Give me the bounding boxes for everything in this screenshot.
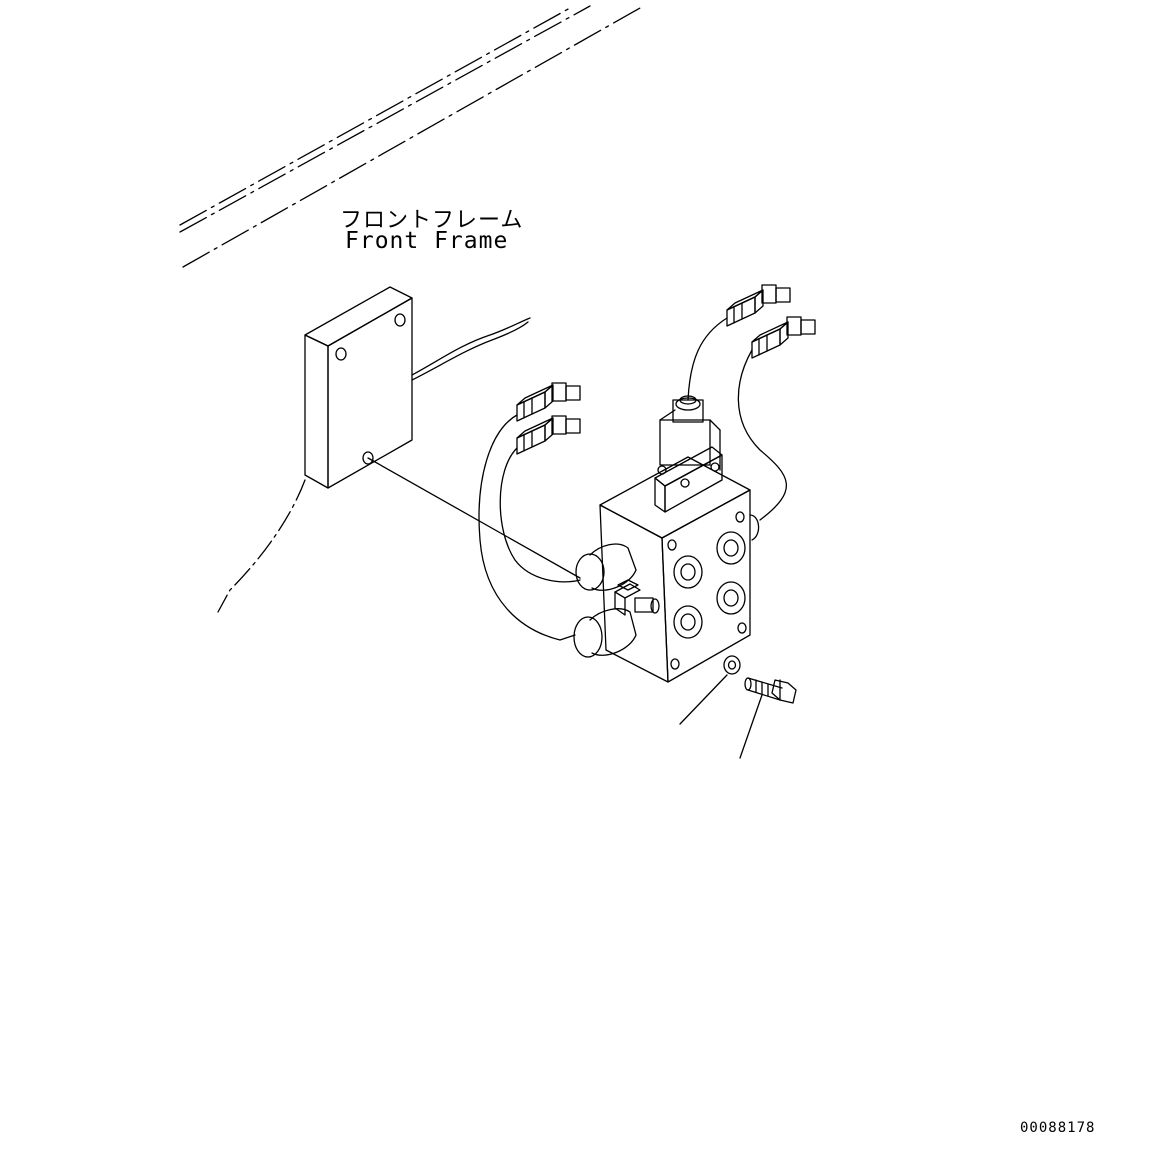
harness-right-upper [688,318,727,400]
mounting-bracket [218,287,530,612]
leader-line-bolt [740,695,762,758]
solenoid-upper [576,544,636,590]
small-plug-fitting [615,580,659,615]
harness-left-lower [500,448,580,582]
connector-right-upper [727,285,790,326]
harness-right-lower [738,350,786,520]
drawing-number: 00088178 [1020,1120,1096,1136]
washer [724,656,740,674]
bolt [745,678,796,703]
connector-left-lower [517,416,580,454]
leader-line-washer [680,675,727,724]
leader-line-bracket [368,458,580,578]
solenoid-lower [574,609,636,657]
front-frame-label-english: Front Frame [345,228,509,254]
front-frame-outline [180,6,640,267]
connector-right-lower [752,317,815,358]
harness-left-upper [479,415,575,640]
connector-left-upper [517,383,580,421]
top-cartridge-valve [655,396,722,512]
front-frame-label-japanese: フロントフレーム [340,208,524,233]
